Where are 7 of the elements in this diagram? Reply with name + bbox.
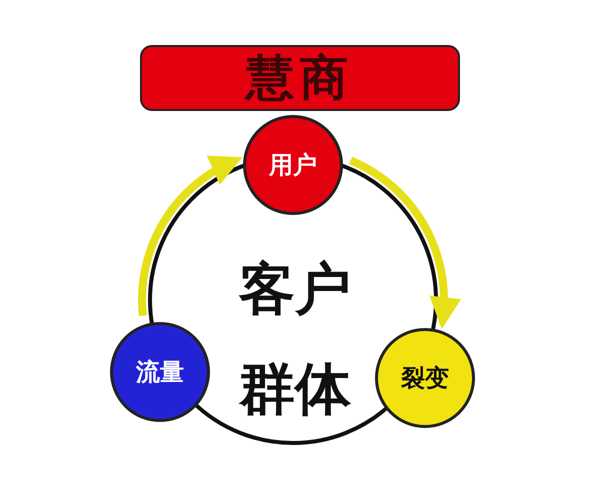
traffic-circle: 流量 [110, 322, 210, 422]
arrow [348, 156, 460, 330]
center-text: 客户群体 [238, 256, 352, 424]
title-banner: 慧商 [140, 45, 460, 111]
fission-circle: 裂变 [375, 328, 475, 428]
user-circle: 用户 [243, 115, 343, 215]
arrow [138, 156, 242, 316]
